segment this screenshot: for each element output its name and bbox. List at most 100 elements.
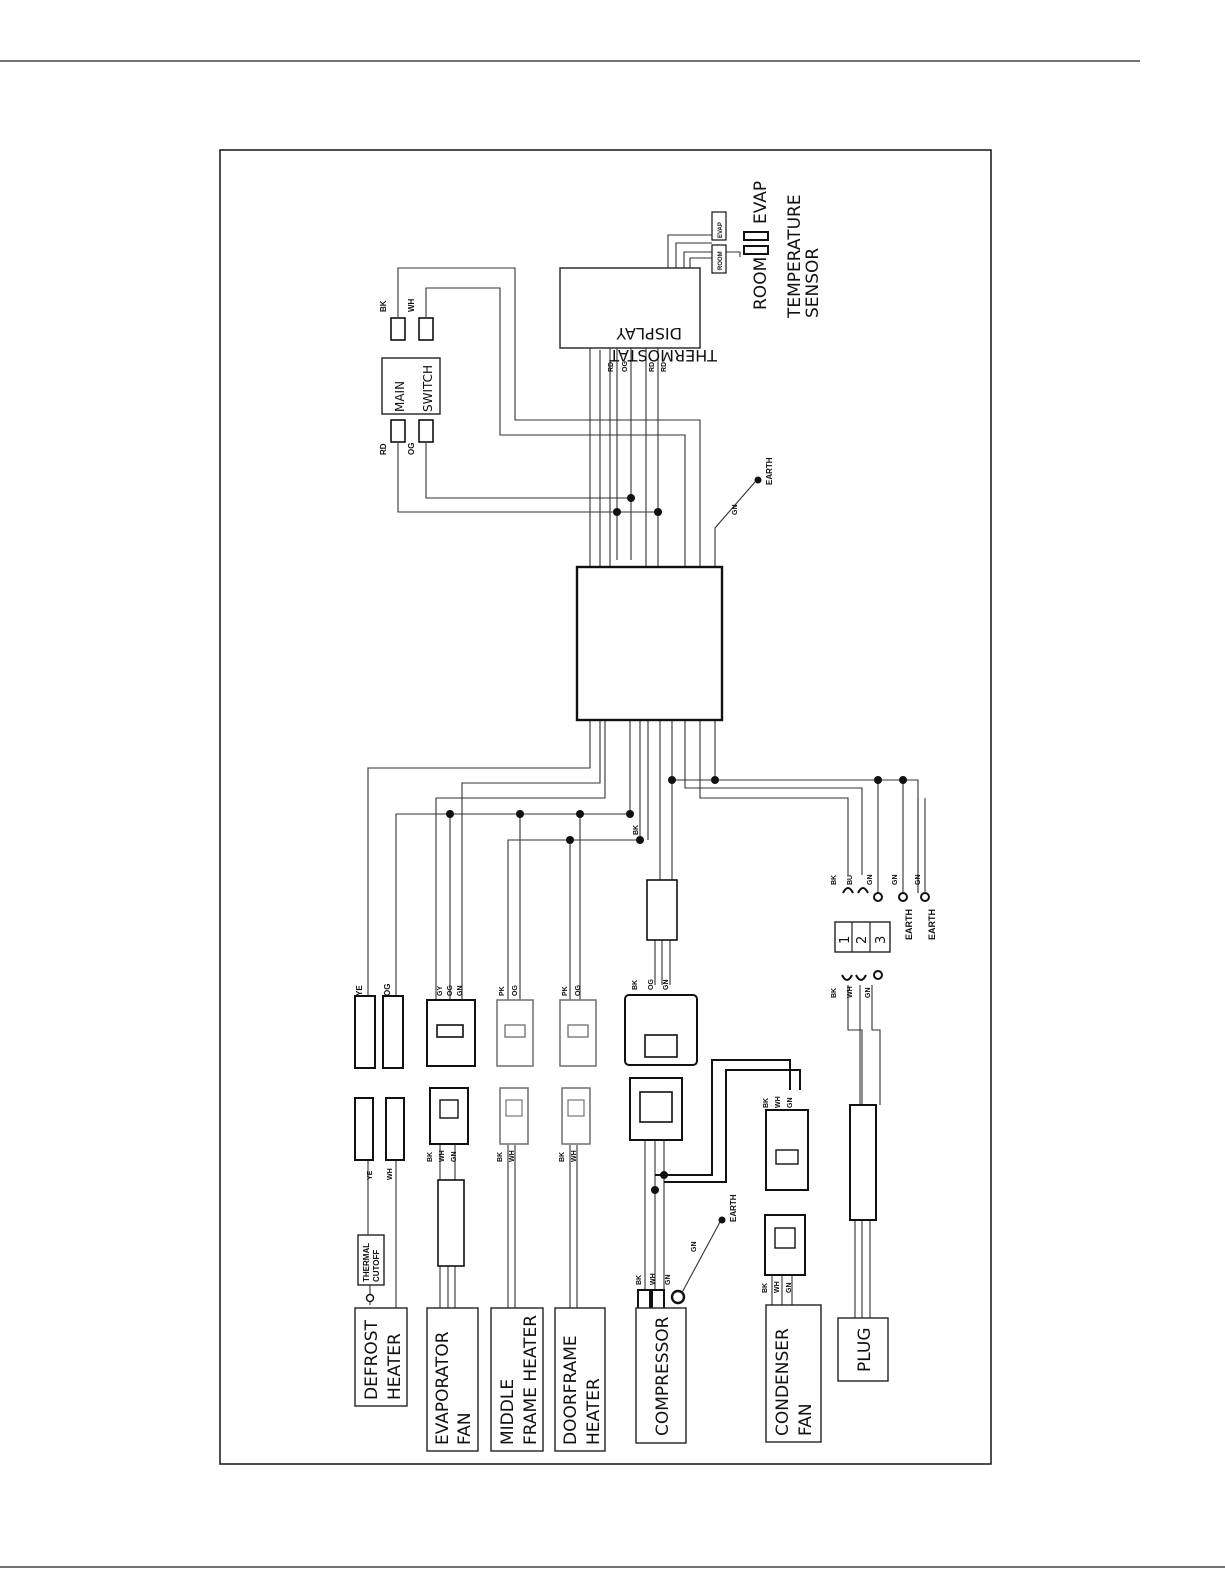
wire-code-wh: WH [387, 1168, 394, 1180]
component-labels: DEFROST HEATER EVAPORATOR FAN MIDDLE FRA… [354, 1304, 889, 1452]
wire-code-bk: BK [497, 1152, 504, 1162]
wires [367, 234, 919, 1318]
middle-label: MIDDLE [498, 1379, 518, 1445]
compressor-label: COMPRESSOR [653, 1316, 673, 1436]
wire-code-gn: GN [665, 1275, 672, 1286]
main-switch: MAIN SWITCH RD OG BK WH [379, 298, 441, 455]
wire-code-bk: BK [636, 1275, 643, 1285]
wire-code-gn: GN [786, 1283, 793, 1294]
wire-code-wh: WH [509, 1150, 516, 1162]
wire-code-rd: RD [649, 362, 656, 372]
earth-label: EARTH [729, 1194, 738, 1222]
wire-code-bk: BK [762, 1283, 769, 1293]
room-sensor-probe [743, 245, 769, 255]
wire-code-gy: GY [437, 986, 444, 996]
fan-label: FAN [796, 1403, 816, 1436]
wire-code-ye: YE [367, 1170, 374, 1180]
wire-code-gn: GN [663, 980, 670, 991]
wire-code-bk: BK [633, 825, 640, 835]
sensor-tag-evap: EVAP [718, 222, 724, 238]
wire-code-og: OG [383, 984, 392, 996]
evap-sensor-probe [743, 231, 769, 241]
evaporator-fan: EVAPORATOR FAN [426, 1307, 479, 1452]
defrost-heater: DEFROST HEATER [354, 1307, 408, 1407]
plug: PLUG [837, 1317, 889, 1382]
wire-code-gn: GN [787, 1098, 794, 1109]
wire-code-rd: RD [379, 443, 388, 455]
condenser-label: CONDENSER [773, 1328, 793, 1436]
wire-code-og: OG [648, 979, 655, 990]
wire-code-wh: WH [439, 1150, 446, 1162]
wire-code-gn: GN [691, 1242, 698, 1253]
wire-code-pk: PK [499, 986, 506, 996]
terminal-3: 3 [874, 936, 889, 944]
earth-label: EARTH [904, 909, 914, 940]
wire-code-wh: WH [571, 1150, 578, 1162]
main-switch-label: MAIN [393, 381, 407, 412]
terminal-2: 2 [855, 936, 870, 944]
evap-label: EVAP [751, 181, 771, 224]
wire-code-bk: BK [379, 300, 388, 312]
wire-code-bk: BK [831, 875, 838, 885]
sensor-label: SENSOR [803, 248, 823, 318]
harness-sleeve [646, 879, 678, 941]
plug-label: PLUG [855, 1328, 875, 1373]
wire-code-gn: GN [867, 875, 874, 886]
earth-top: EARTH GN [732, 457, 774, 515]
wire-code-bu: BU [847, 875, 854, 885]
defrost-label: DEFROST [362, 1319, 382, 1400]
thermostat-label: THERMOSTAT [609, 346, 718, 365]
thermostat-display: THERMOSTAT DISPLAY [559, 267, 718, 365]
temperature-sensors: EVAP ROOM EVAP ROOM TEMPERATURE SENSOR [711, 181, 823, 319]
plug-cable-sleeve [849, 1104, 877, 1221]
harness-connectors-lower: YE WH BK WH GN BK WH BK WH BK WH GN BK W… [354, 1077, 877, 1294]
wire-code-rd: RD [661, 362, 668, 372]
display-label: DISPLAY [616, 324, 682, 343]
frame-heater-label: FRAME HEATER [521, 1315, 541, 1445]
doorframe-label: DOORFRAME [561, 1335, 581, 1445]
wire-code-wh: WH [775, 1096, 782, 1108]
wire-code-wh: WH [650, 1273, 657, 1285]
evaporator-label: EVAPORATOR [433, 1331, 453, 1445]
doorframe-heater: DOORFRAME HEATER [554, 1307, 606, 1452]
terminal-1: 1 [838, 936, 853, 944]
switch-terminal [390, 419, 406, 443]
wire-code-gn: GN [915, 875, 922, 886]
wire-code-gn: GN [732, 505, 739, 516]
wire-code-wh: WH [847, 986, 854, 998]
switch-terminal [418, 317, 434, 341]
wire-code-gn: GN [451, 1152, 458, 1163]
wire-code-gn: GN [457, 986, 464, 997]
wire-code-gn: GN [892, 875, 899, 886]
heater-label: HEATER [385, 1333, 405, 1400]
fan-label: FAN [455, 1412, 475, 1445]
wire-code-bk: BK [831, 988, 838, 998]
wire-code-og: OG [512, 985, 519, 996]
heater-label: HEATER [584, 1378, 604, 1445]
wire-code-rd: RD [608, 362, 615, 372]
controller-board [575, 565, 724, 722]
middle-frame-heater: MIDDLE FRAME HEATER [490, 1307, 544, 1452]
earth-label: EARTH [927, 909, 937, 940]
wire-code-pk: PK [562, 986, 569, 996]
room-label: ROOM [751, 257, 771, 310]
wire-code-og: OG [622, 361, 629, 372]
wire-code-og: OG [447, 985, 454, 996]
cutoff-label: CUTOFF [372, 1250, 381, 1282]
compressor-terminals: BK WH GN GN EARTH [636, 1194, 738, 1311]
compressor: COMPRESSOR [635, 1307, 687, 1444]
sensor-tag-room: ROOM [718, 251, 724, 270]
wire-code-bk: BK [559, 1152, 566, 1162]
wire-code-og: OG [407, 443, 416, 455]
diagram-frame [219, 149, 992, 1465]
earth-label: EARTH [765, 457, 774, 485]
switch-terminal [390, 317, 406, 341]
junction-dots [446, 494, 907, 1194]
wire-code-og: OG [575, 985, 582, 996]
temperature-label: TEMPERATURE [785, 194, 805, 319]
thermostat-wire-codes: RD OG RD RD [608, 361, 668, 372]
wire-code-ye: YE [355, 985, 364, 996]
wire-code-bk: BK [427, 1152, 434, 1162]
thermal-label: THERMAL [362, 1243, 371, 1282]
